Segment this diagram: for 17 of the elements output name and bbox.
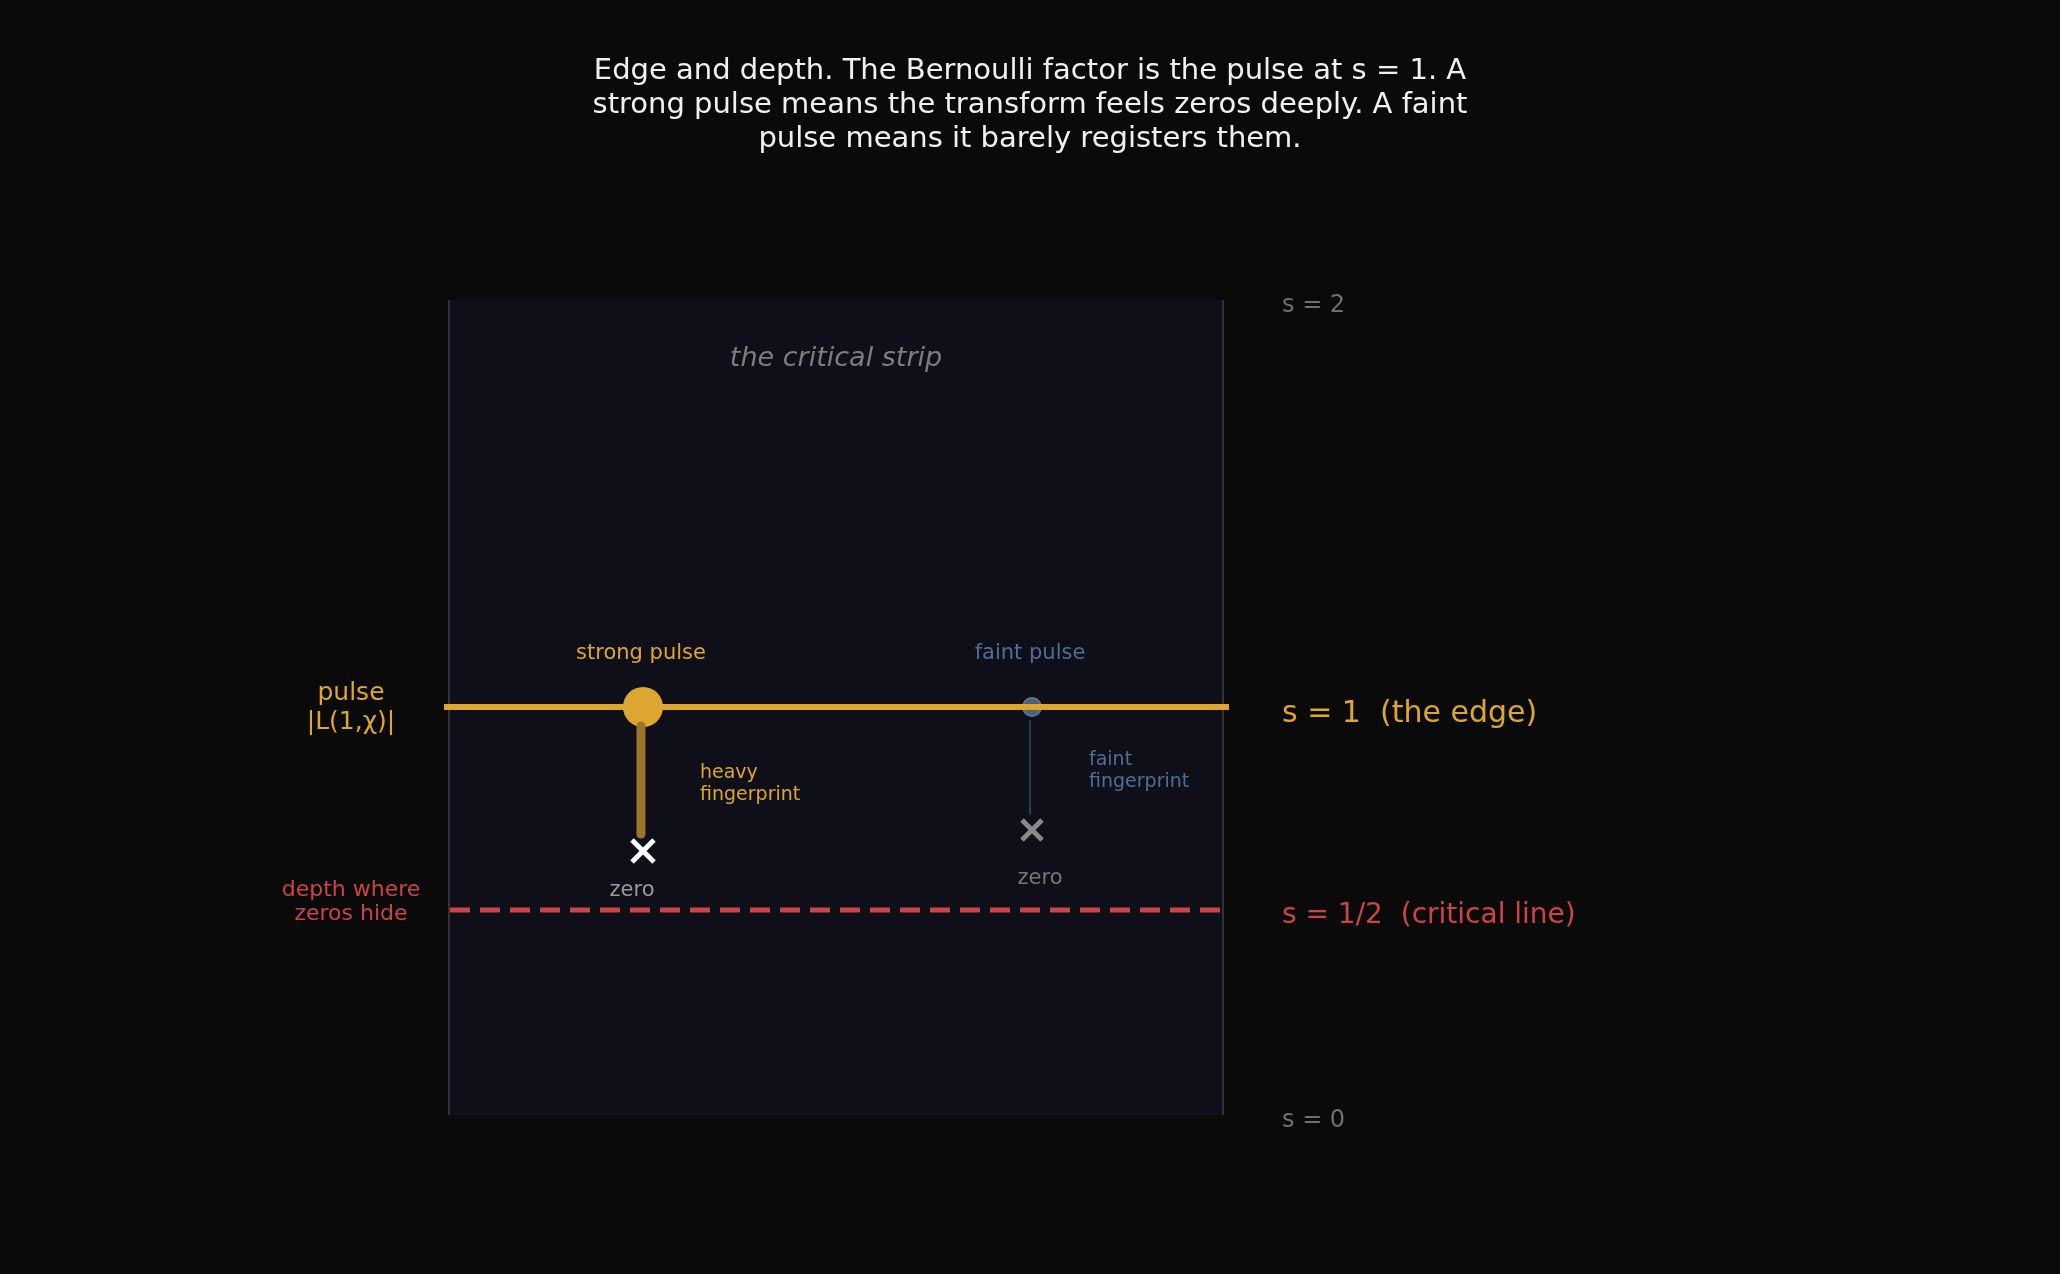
axis-label: s = 1/2 (critical line) xyxy=(1282,896,1576,932)
zero-label: zero xyxy=(609,876,655,903)
axis-label: pulse |L(1,χ)| xyxy=(305,678,397,736)
strip-title: the critical strip xyxy=(728,340,944,374)
axis-label: s = 1 (the edge) xyxy=(1282,693,1538,731)
zero-label: zero xyxy=(1017,864,1063,891)
axis-label: s = 2 xyxy=(1282,289,1346,320)
edge-label: heavy fingerprint xyxy=(700,760,802,804)
pulse-label: strong pulse xyxy=(576,639,706,666)
pulse-label: faint pulse xyxy=(974,639,1086,666)
axis-label: depth where zeros hide xyxy=(281,877,421,926)
fingerprint-line xyxy=(636,721,646,839)
fingerprint-line xyxy=(1029,720,1031,815)
strip-panel xyxy=(448,300,1224,1115)
edge-label: faint fingerprint xyxy=(1089,747,1191,791)
diagram-title: Edge and depth. The Bernoulli factor is the pulse at s = 1. A strong pulse means the transform feels zeros deeply. A faint pulse means it barely registers them. xyxy=(591,52,1469,154)
axis-label: s = 0 xyxy=(1282,1104,1346,1135)
